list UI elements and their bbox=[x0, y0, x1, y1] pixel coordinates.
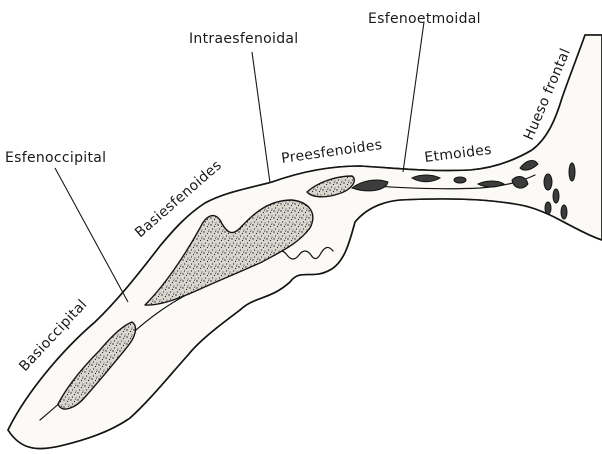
frontal-cell-4 bbox=[545, 202, 551, 214]
label-esfenoetmoidal: Esfenoetmoidal bbox=[368, 11, 481, 27]
frontal-cell-2 bbox=[544, 174, 552, 190]
frontal-cell-3 bbox=[553, 189, 559, 203]
label-esfenoccipital: Esfenoccipital bbox=[5, 150, 106, 166]
leader-esfenoetmoidal bbox=[403, 22, 424, 172]
frontal-cell-6 bbox=[569, 163, 575, 181]
frontal-cell-5 bbox=[561, 205, 567, 219]
cranial-base-fill-overlay bbox=[8, 35, 602, 449]
label-intraesfenoidal: Intraesfenoidal bbox=[189, 31, 298, 47]
leader-intraesfenoidal bbox=[252, 52, 270, 183]
etmoides-cell-2 bbox=[454, 177, 466, 183]
leader-esfenoccipital bbox=[55, 168, 128, 302]
label-etmoides: Etmoides bbox=[424, 142, 493, 166]
label-preesfenoides: Preesfenoides bbox=[280, 137, 383, 167]
